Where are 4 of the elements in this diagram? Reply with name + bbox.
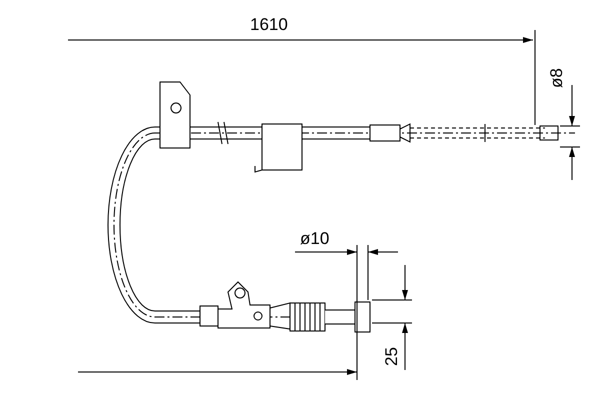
dimension-label: ø10 <box>300 230 330 248</box>
dimension-label: 25 <box>383 347 401 366</box>
dimension-label: ø8 <box>548 68 566 88</box>
dimension-label: 1610 <box>250 16 288 34</box>
